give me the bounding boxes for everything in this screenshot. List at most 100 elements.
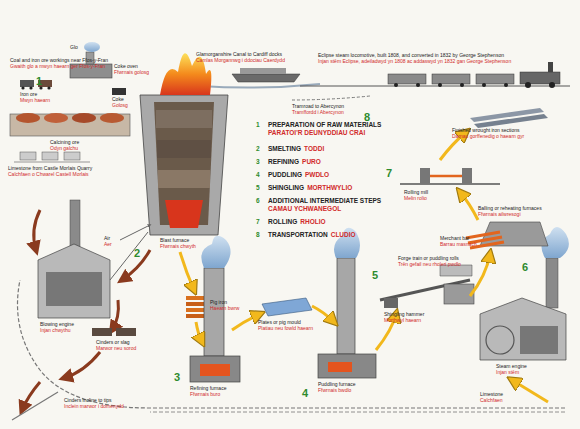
finished-sections <box>470 108 548 128</box>
part-label: Gwaith glo a mwyn haearn ger Ffos-y-Fran <box>10 64 105 69</box>
stage-title: ROLLING <box>268 219 297 226</box>
process-arrows <box>180 132 548 402</box>
callout-number: 4 <box>302 388 308 400</box>
rolling-mill <box>400 168 500 184</box>
callout-number: 1 <box>36 76 42 88</box>
steam-locomotive <box>292 62 570 100</box>
part-label: Refining furnace <box>190 386 226 391</box>
stage-title: RHOLIO <box>300 219 325 226</box>
canal-boat <box>200 68 320 88</box>
part-label: Limestone <box>480 392 503 397</box>
callout-number: 6 <box>522 262 528 274</box>
part-label: Glamorganshire Canal to Cardiff docks <box>196 52 282 57</box>
stage-title: MORTHWYLIO <box>307 185 352 192</box>
steam-engine <box>480 227 569 360</box>
part-label: Cinders or slag <box>96 340 130 345</box>
blast-furnace <box>120 53 228 240</box>
part-label: Cinders incline to tips <box>64 398 112 403</box>
part-label: Rolling mill <box>404 190 428 195</box>
part-label: Glo <box>70 45 78 50</box>
part-label: Balling or reheating furnaces <box>478 206 542 211</box>
part-label: Steam engine <box>496 364 527 369</box>
part-label: Tramroad to Abercynon <box>292 104 344 109</box>
refining-furnace <box>190 236 240 382</box>
part-label: Forge train or puddling rolls <box>398 256 459 261</box>
part-label: Calcining ore <box>50 140 79 145</box>
part-label: Air <box>104 236 110 241</box>
part-label: Odyn galchu <box>50 146 78 151</box>
stage-title: REFINING <box>268 159 299 166</box>
reheating-furnace <box>466 222 548 248</box>
part-label: Ffwrnais golosg <box>114 70 149 75</box>
stage-title: TRANSPORTATION <box>268 232 328 239</box>
stage-number: 3 <box>256 159 260 166</box>
iron-plates <box>262 298 312 316</box>
stage-number: 1 <box>256 122 260 129</box>
stage-number: 2 <box>256 146 260 153</box>
stage-title: PUDDLING <box>268 172 302 179</box>
stage-title: SMELTING <box>268 146 301 153</box>
part-label: Calchfaen o Chwarel Castell Morlais <box>8 172 89 177</box>
part-label: Morthwyl haearn <box>384 318 421 323</box>
part-label: Coke <box>112 97 124 102</box>
stage-number: 6 <box>256 198 260 205</box>
part-label: Blowing engine <box>40 322 74 327</box>
part-label: Coke oven <box>114 64 138 69</box>
shingling-hammer <box>380 265 474 308</box>
part-label: Marwor neu sorod <box>96 346 136 351</box>
part-label: Melin rolio <box>404 196 427 201</box>
part-label: Ffwrnais bwdlo <box>318 388 351 393</box>
part-label: Ffwrnais chwyth <box>160 244 196 249</box>
stage-title: CAMAU YCHWANEGOL <box>268 206 341 213</box>
part-label: Inclein marwor i domenydd <box>64 404 124 409</box>
callout-number: 7 <box>386 168 392 180</box>
pig-iron <box>186 296 206 318</box>
stage-number: 8 <box>256 232 260 239</box>
stage-number: 4 <box>256 172 260 179</box>
part-label: Mwyn haearn <box>20 98 50 103</box>
tramroad-track <box>150 412 565 413</box>
part-label: Blast furnace <box>160 238 189 243</box>
callout-number: 2 <box>134 248 140 260</box>
puddling-furnace <box>318 228 376 378</box>
part-label: Barrau masnach <box>440 242 477 247</box>
part-label: Merchant bar <box>440 236 469 241</box>
part-label: Injan chwythu <box>40 328 71 333</box>
part-label: Coal and iron ore workings near Ffos-y-F… <box>10 58 108 63</box>
callout-number: 5 <box>372 270 378 282</box>
part-label: Trên gefail neu rholeri pwdlo <box>398 262 461 267</box>
blowing-engine <box>38 200 148 318</box>
part-label: Camlas Morgannwg i ddociau Caerdydd <box>196 58 285 63</box>
slag-flow <box>12 210 150 420</box>
stage-title: PREPARATION OF RAW MATERIALS <box>268 122 381 129</box>
tramroad-track <box>18 280 566 408</box>
part-label: Ffwrnais buro <box>190 392 220 397</box>
part-label: Eclipse steam locomotive, built 1808, an… <box>318 53 504 58</box>
stage-title: PWDLO <box>305 172 329 179</box>
stage-title: TODDI <box>304 146 324 153</box>
limestone-carts <box>14 152 90 162</box>
part-label: Finished wrought iron sections <box>452 128 520 133</box>
callout-number: 3 <box>174 372 180 384</box>
stage-title: CLUDIO <box>331 232 356 239</box>
part-label: Iron ore <box>20 92 37 97</box>
part-label: Shingling hammer <box>384 312 424 317</box>
part-label: Pig iron <box>210 300 227 305</box>
stage-title: ADDITIONAL INTERMEDIATE STEPS <box>268 198 381 205</box>
part-label: Platiau neu fowld haearn <box>258 326 313 331</box>
part-label: Golosg <box>112 103 128 108</box>
part-label: Darnau gorffenedig o haearn gyr <box>452 134 524 139</box>
calcining-kilns <box>10 113 130 136</box>
part-label: Injan stêm <box>496 370 519 375</box>
part-label: Haearn bwrw <box>210 306 239 311</box>
stage-title: PARATOI'R DEUNYDDIAU CRAI <box>268 130 365 137</box>
stage-number: 5 <box>256 185 260 192</box>
part-label: Aer <box>104 242 112 247</box>
part-label: Injan stêm Eclipse, adeiladwyd yn 1808 a… <box>318 59 511 64</box>
part-label: Limestone from Castle Morlais Quarry <box>8 166 92 171</box>
part-label: Ffwrnais ailwresogi <box>478 212 521 217</box>
stage-title: PURO <box>302 159 321 166</box>
stage-title: SHINGLING <box>268 185 304 192</box>
